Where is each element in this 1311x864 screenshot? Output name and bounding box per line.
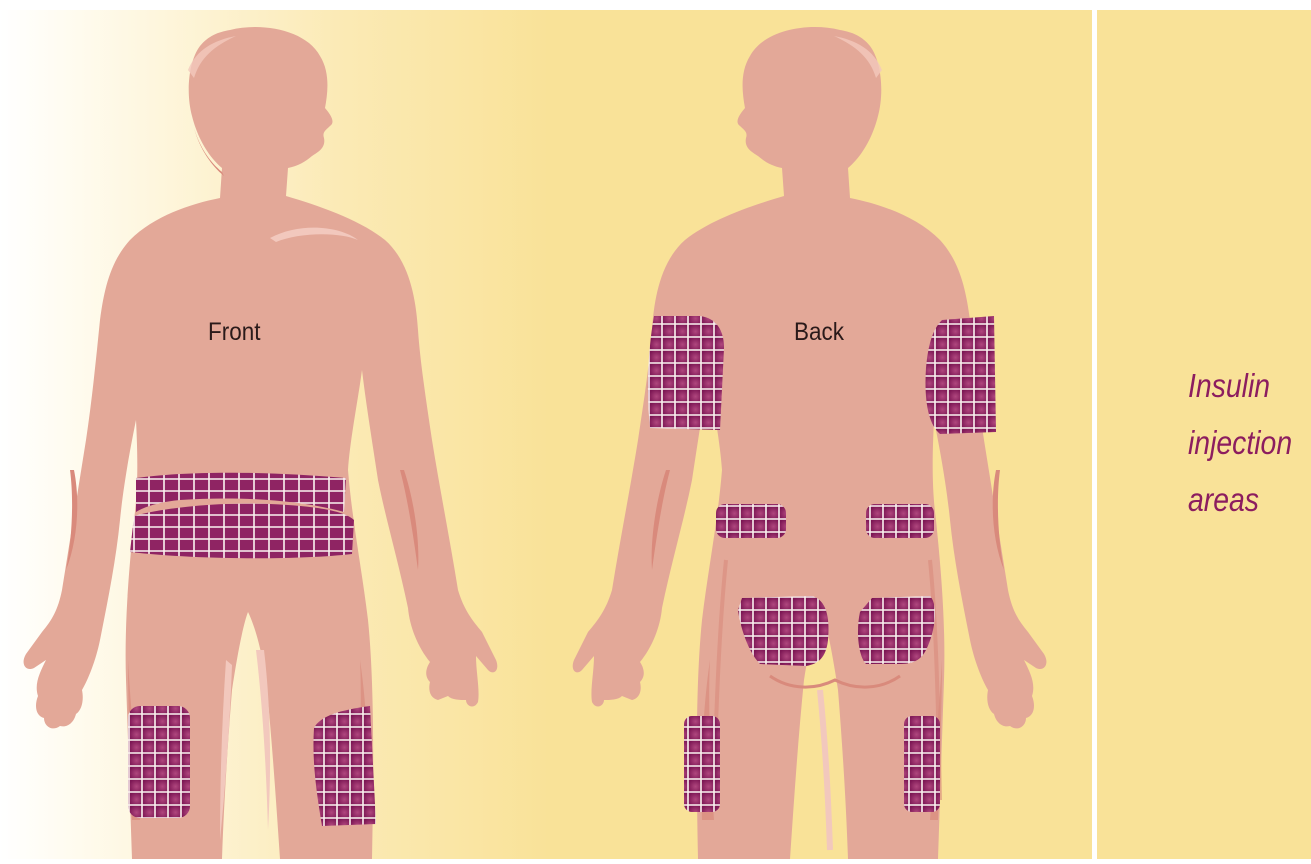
- front-left-thigh-area: [128, 706, 190, 818]
- back-left-upper-arm-area: [648, 316, 724, 430]
- front-abdomen-area: [130, 473, 354, 559]
- caption-line-2: injection: [1188, 414, 1292, 471]
- caption: Insulin injection areas: [1188, 357, 1292, 528]
- back-right-buttock-area: [858, 596, 935, 664]
- caption-line-3: areas: [1188, 471, 1292, 528]
- caption-line-1: Insulin: [1188, 357, 1292, 414]
- back-left-thigh-area: [684, 716, 720, 812]
- back-right-upper-arm-area: [926, 316, 996, 434]
- back-left-lower-back-area: [716, 504, 786, 538]
- back-right-thigh-area: [904, 716, 940, 812]
- front-label: Front: [208, 318, 261, 347]
- back-label: Back: [794, 318, 844, 347]
- front-right-thigh-area: [313, 706, 376, 826]
- back-right-lower-back-area: [866, 504, 934, 538]
- divider-line: [1092, 10, 1097, 859]
